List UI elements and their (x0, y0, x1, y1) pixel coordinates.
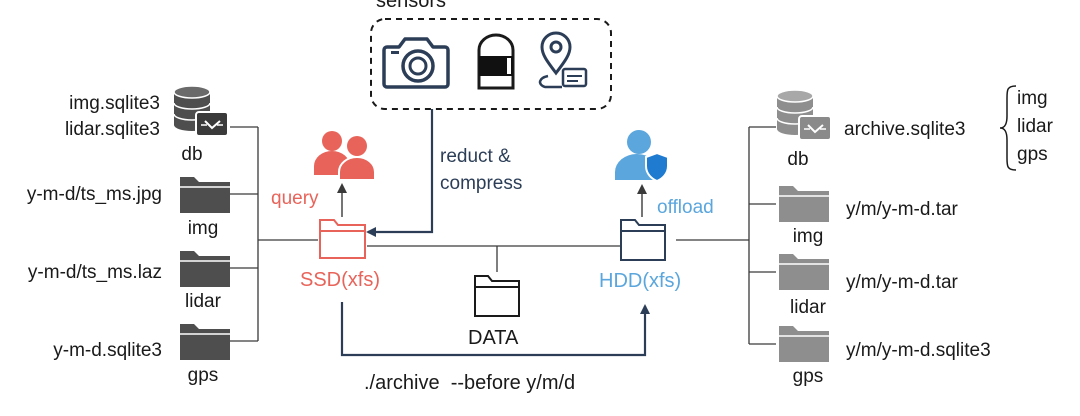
right-lidar-label: lidar (790, 297, 826, 318)
query-label: query (271, 188, 319, 209)
left-gps-label: gps (187, 365, 219, 386)
right-gps-file: y/m/y-m-d.sqlite3 (846, 340, 991, 361)
sensors-title: sensors (376, 0, 447, 12)
left-img-folder-icon (180, 177, 230, 213)
left-db-file-2: lidar.sqlite3 (64, 119, 160, 140)
right-db-label: db (787, 149, 809, 170)
right-lidar-folder-icon (779, 254, 829, 290)
right-table-img: img (1017, 88, 1048, 109)
hdd-label: HDD(xfs) (599, 270, 682, 292)
right-table-gps: gps (1017, 144, 1048, 165)
reduct-arrow (366, 109, 434, 237)
data-connectors (367, 245, 620, 272)
right-gps-folder-icon (779, 326, 829, 362)
left-db-label: db (181, 144, 203, 165)
camera-icon (382, 37, 450, 89)
left-db-icon (173, 85, 229, 137)
reduct-label-line1: reduct & (440, 146, 511, 167)
hdd-folder-icon (620, 219, 666, 261)
right-img-file: y/m/y-m-d.tar (846, 199, 958, 220)
ssd-label: SSD(xfs) (300, 269, 380, 291)
tables-brace (999, 85, 1017, 171)
right-tree-connectors (676, 126, 776, 345)
left-img-file: y-m-d/ts_ms.jpg (26, 184, 162, 205)
reduct-label-line2: compress (440, 173, 523, 194)
left-db-file-1: img.sqlite3 (69, 93, 160, 114)
ssd-folder-icon (319, 219, 366, 259)
right-img-label: img (792, 226, 824, 247)
archive-command: ./archive --before y/m/d (364, 372, 576, 394)
right-lidar-file: y/m/y-m-d.tar (846, 272, 958, 293)
left-gps-file: y-m-d.sqlite3 (53, 340, 162, 361)
right-table-lidar: lidar (1017, 116, 1053, 137)
archive-arrow (340, 302, 650, 357)
right-db-icon (776, 89, 832, 141)
right-gps-label: gps (792, 366, 824, 387)
left-gps-folder-icon (180, 324, 230, 360)
lidar-sensor-icon (477, 33, 515, 90)
sensors-box (370, 18, 612, 110)
left-lidar-folder-icon (180, 251, 230, 287)
left-lidar-file: y-m-d/ts_ms.laz (27, 262, 162, 283)
users-icon (314, 131, 376, 181)
right-img-folder-icon (779, 186, 829, 222)
left-img-label: img (187, 218, 219, 239)
left-lidar-label: lidar (185, 291, 221, 312)
right-db-file: archive.sqlite3 (844, 119, 966, 140)
gps-pin-icon (538, 31, 588, 89)
left-tree-connectors (230, 126, 318, 342)
data-folder-icon (474, 275, 520, 317)
data-label: DATA (468, 327, 519, 349)
offload-label: offload (657, 197, 714, 218)
admin-user-icon (615, 130, 669, 183)
